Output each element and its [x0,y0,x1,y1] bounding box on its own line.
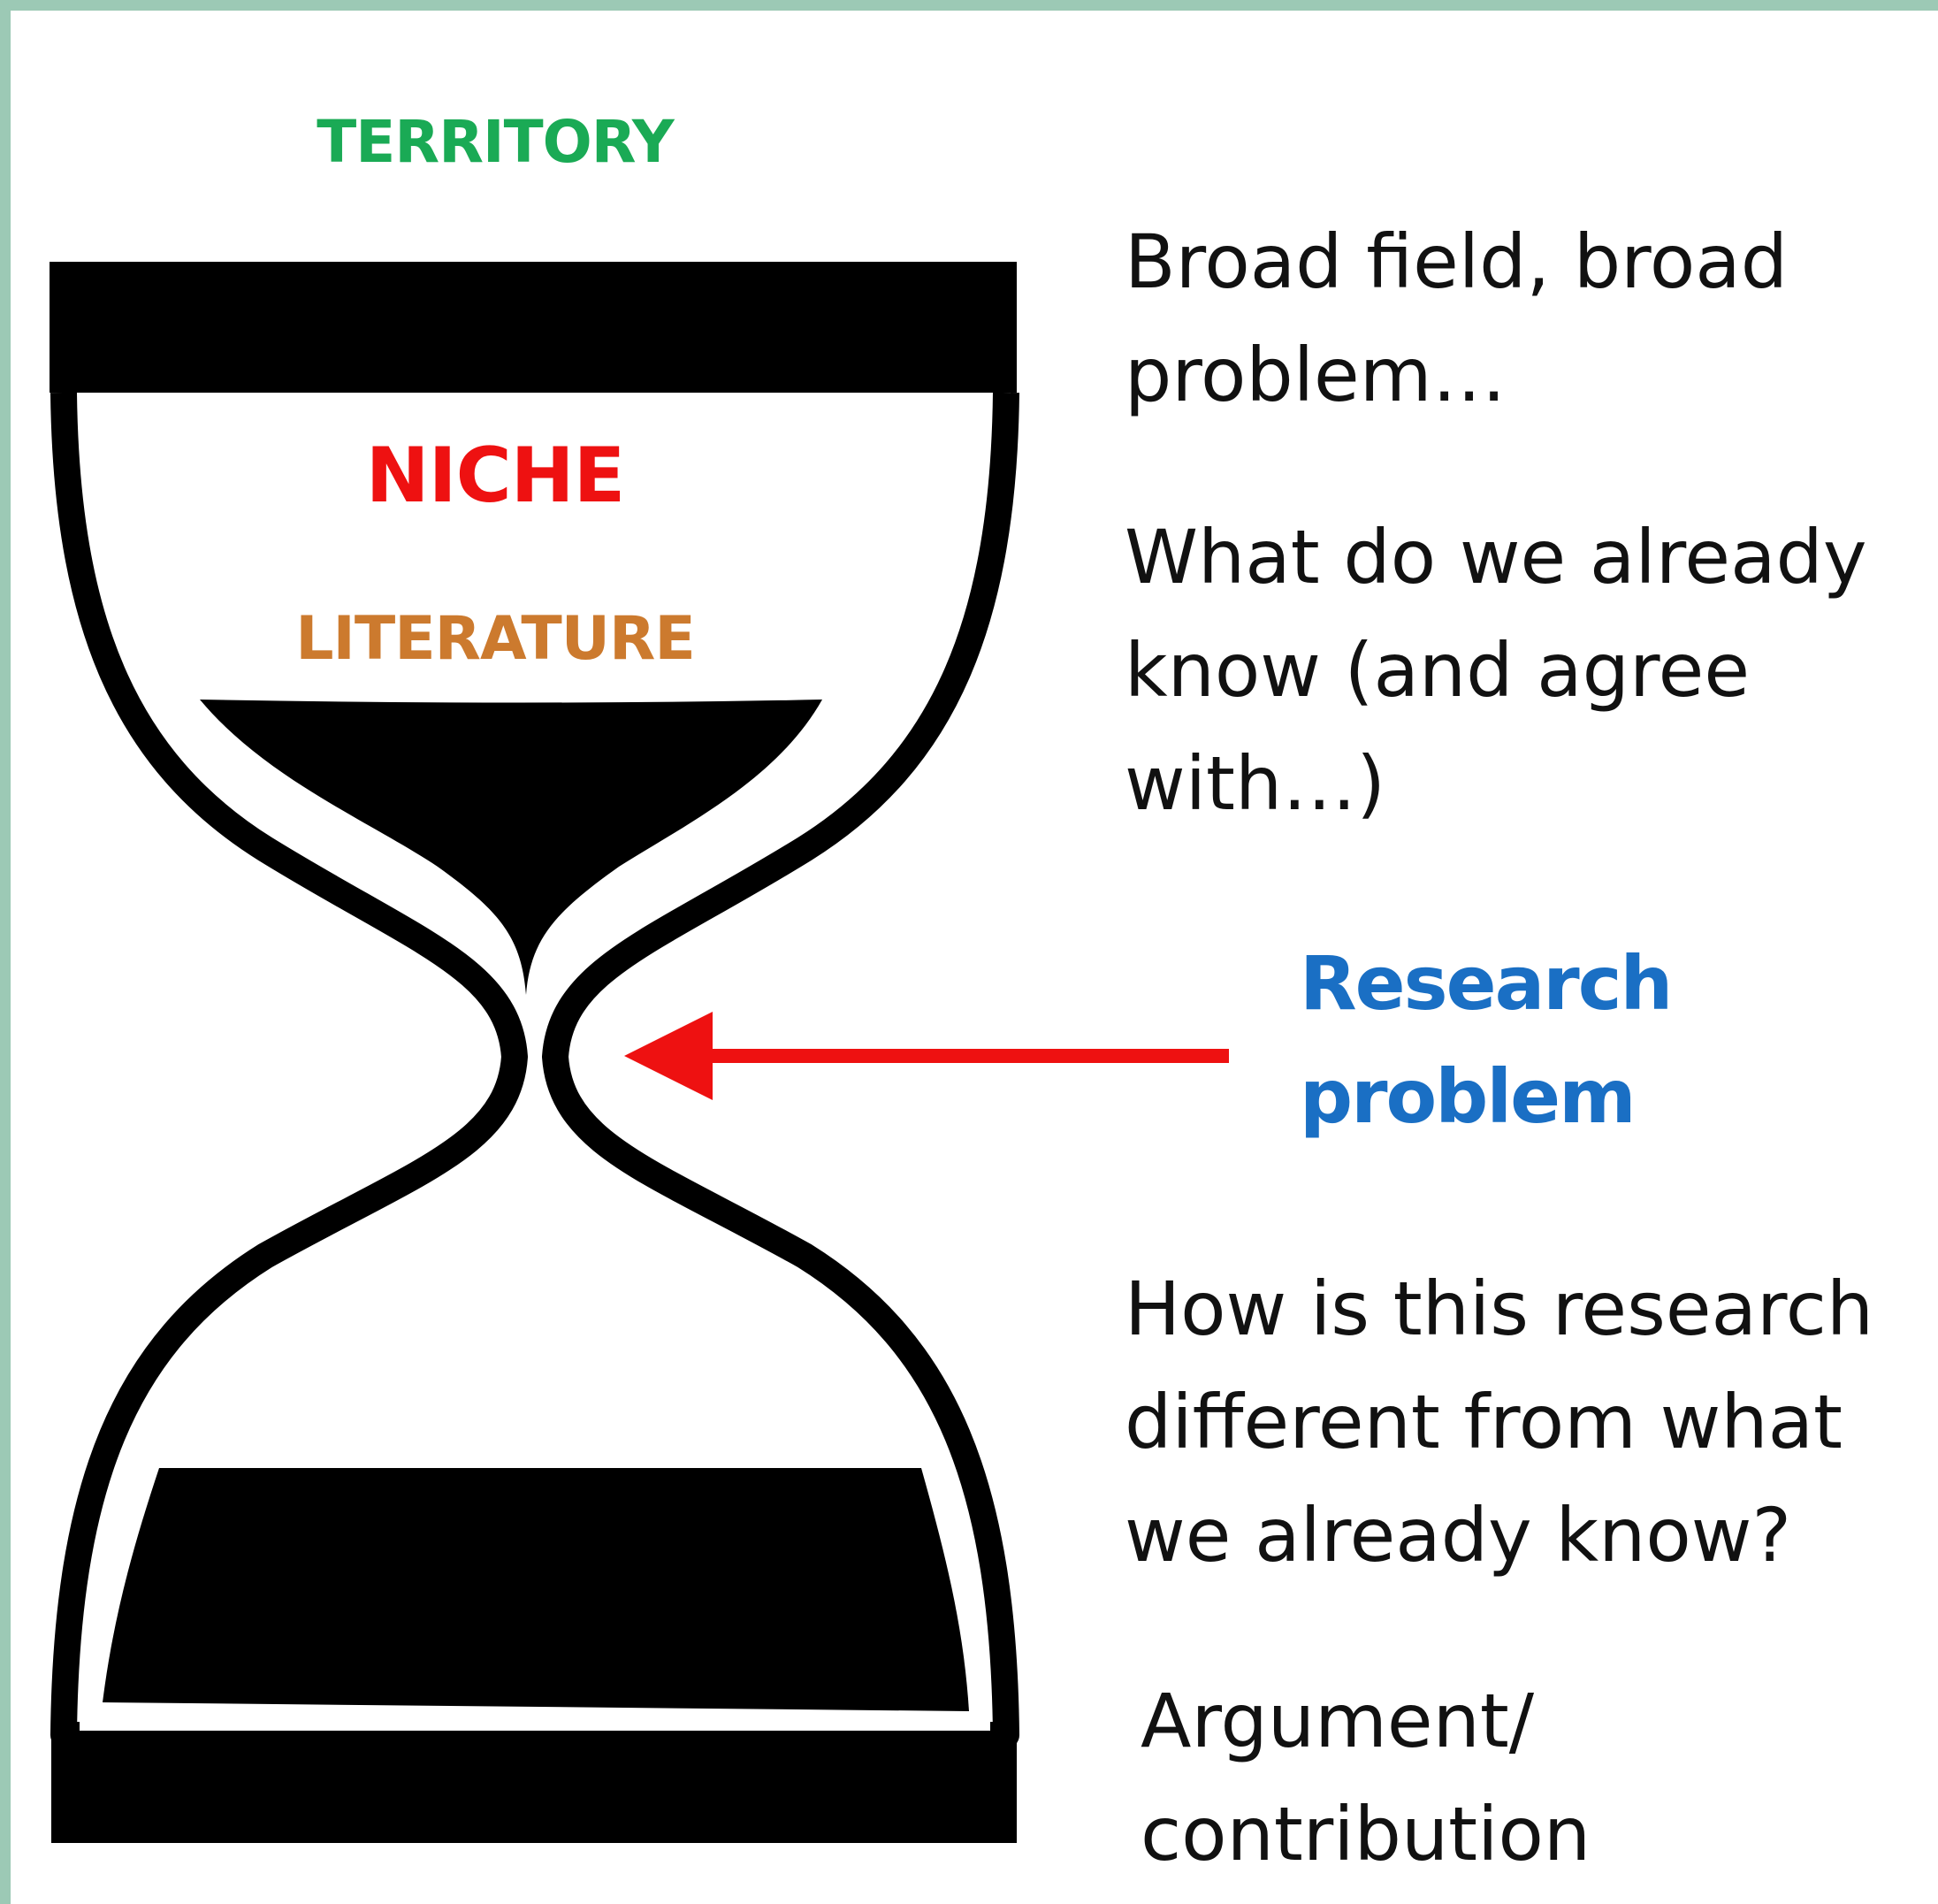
hourglass-bottom-cap [51,1735,1017,1843]
broad-field-text: Broad field, broad problem… [1125,218,1789,418]
niche-label: NICHE [365,432,626,520]
arrow-head [624,1012,713,1100]
hourglass-icon [50,262,1019,1843]
argument-contribution-text: Argument/ contribution [1141,1678,1591,1877]
territory-label: TERRITORY [317,108,674,176]
frame-left-border [0,0,11,1904]
different-text: How is this research different from what… [1125,1266,1874,1579]
hourglass-bottom-sand [103,1468,969,1711]
already-know-text: What do we already know (and agree with…… [1125,514,1867,827]
hourglass-glass-outline [50,392,1019,1748]
hourglass-top-sand [200,700,822,995]
frame-top-border [0,0,1938,11]
arrow-left-icon [624,1012,1229,1100]
literature-label: LITERATURE [295,604,696,674]
research-problem-text: Research problem [1300,940,1673,1140]
hourglass-top-cap [50,262,1017,393]
